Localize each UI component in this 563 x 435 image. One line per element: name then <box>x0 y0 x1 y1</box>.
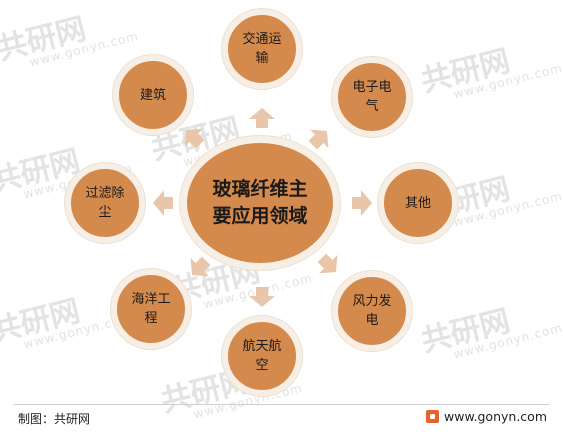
arrow-down-left <box>190 256 211 277</box>
node-label: 海洋工程 <box>131 292 171 326</box>
node-construction: 建筑 <box>113 55 193 135</box>
gonyn-logo-icon <box>426 410 439 423</box>
footer-site: www.gonyn.com <box>426 409 547 424</box>
node-label: 航天航空 <box>242 339 282 373</box>
node-marine: 海洋工程 <box>111 269 191 349</box>
arrow-left <box>153 190 173 216</box>
footer-divider <box>14 404 549 405</box>
footer-site-url: www.gonyn.com <box>444 409 547 424</box>
node-aerospace: 航天航空 <box>222 316 302 396</box>
node-electronics: 电子电气 <box>332 57 412 137</box>
node-label: 过滤除尘 <box>85 186 125 220</box>
node-label: 其他 <box>404 195 431 211</box>
node-wind-power: 风力发电 <box>332 271 412 351</box>
arrow-down <box>249 287 275 307</box>
arrow-right <box>352 190 372 216</box>
node-other: 其他 <box>378 163 458 243</box>
node-filtration: 过滤除尘 <box>65 163 145 243</box>
center-node: 玻璃纤维主要应用领域 <box>180 136 340 270</box>
footer-source: 制图：共研网 <box>18 412 91 426</box>
center-label: 玻璃纤维主要应用领域 <box>212 178 308 227</box>
node-label: 建筑 <box>139 87 166 103</box>
arrow-up <box>249 108 275 128</box>
node-transport: 交通运输 <box>222 9 302 89</box>
node-label: 电子电气 <box>352 80 392 114</box>
arrow-up-left <box>184 128 205 149</box>
arrow-up-right <box>308 129 329 150</box>
node-label: 风力发电 <box>352 294 392 328</box>
node-label: 交通运输 <box>242 32 282 66</box>
arrow-down-right <box>317 253 338 274</box>
